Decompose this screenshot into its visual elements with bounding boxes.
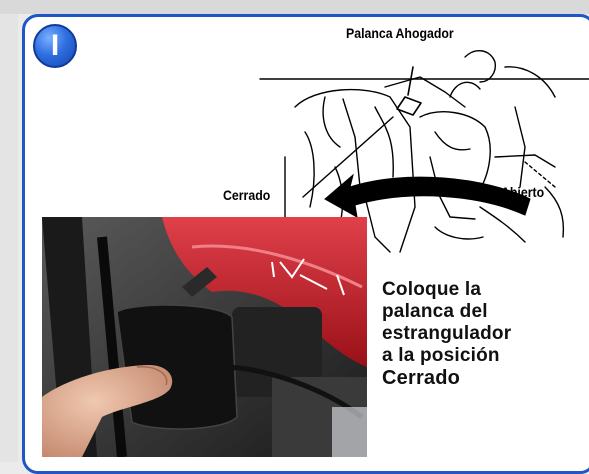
step-number-badge: I — [33, 24, 77, 68]
instruction-line-3: estrangulador — [382, 323, 512, 344]
engine-photo-illustration — [42, 217, 367, 457]
instruction-line-2: palanca del — [382, 301, 488, 322]
choke-lever-label: Palanca Ahogador — [346, 25, 454, 41]
instruction-emphasis: Cerrado — [382, 367, 461, 389]
instruction-text: Coloque la palanca del estrangulador a l… — [382, 279, 589, 389]
instruction-line-1: Coloque la — [382, 279, 482, 300]
background-strip-top — [0, 0, 589, 14]
open-position-label: Abierto — [501, 184, 545, 200]
background-strip-left — [0, 14, 18, 462]
engine-photo — [42, 217, 367, 457]
instruction-line-4: a la posición — [382, 345, 500, 366]
choke-diagram — [225, 37, 589, 267]
instruction-card: I — [22, 14, 589, 474]
closed-position-label: Cerrado — [223, 187, 271, 203]
choke-diagram-drawing — [259, 50, 589, 259]
